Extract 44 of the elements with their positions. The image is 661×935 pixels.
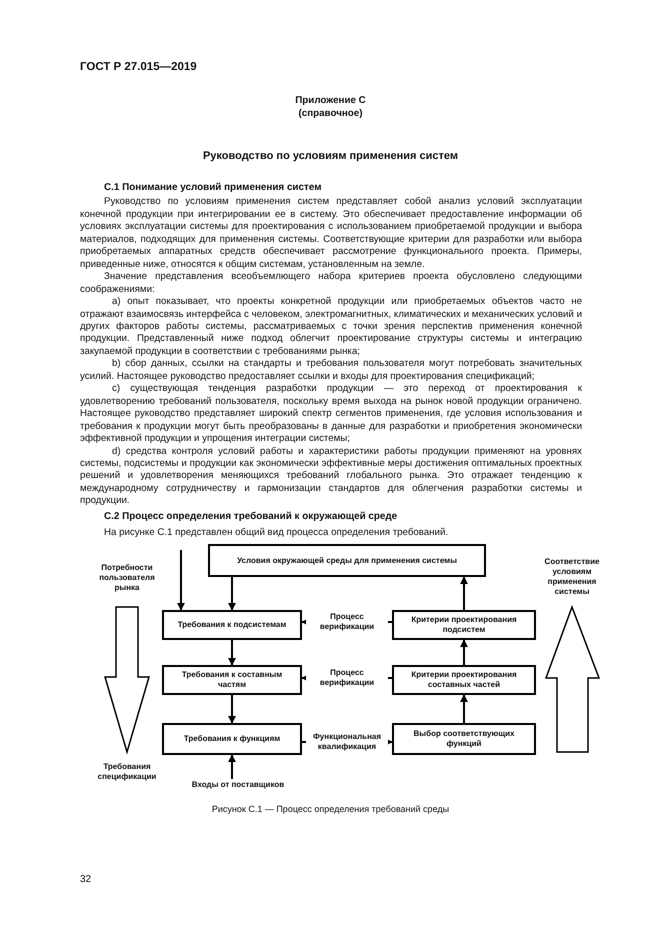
arrow-label: Потребности пользователя рынка (98, 563, 156, 593)
section-heading: С.2 Процесс определения требований к окружающей среде (103, 510, 398, 524)
edge-label: Функциональная квалификация (306, 731, 388, 753)
page-number: 32 (80, 874, 92, 885)
arrow (228, 754, 236, 779)
arrow (460, 576, 468, 610)
box-text: Условия окружающей среды для применения системы (237, 556, 457, 566)
list-item: b) сбор данных, ссылки на стандарты и требования пользователя могут потребовать значительных усилий. Настоящее руководство предоставляет ссылки и входы для проектирования спецификаций; (80, 358, 582, 384)
process-box (162, 723, 302, 755)
box-text: Критерии проектирования подсистем (410, 615, 518, 635)
arrow-label: Соответствие условиям применения системы (544, 557, 600, 597)
annex-heading: Приложение С (294, 95, 367, 106)
figure-caption: Рисунок С.1 — Процесс определения требований среды (210, 804, 450, 814)
arrow-label: Требования спецификации (96, 762, 158, 782)
paragraph: Руководство по условиям применения систем представляет собой анализ условий эксплуатации конечной продукции при интегрировании ее в систему. Это обеспечивает предоставление информации об условиях эксплуатации системы для проектирования с использованием приобретаемой продукции и выбора материалов, подходящих для применения системы. Соответствующие критерии для разработки или выбора приобретаемых аппаратных средств обеспечивает рассмотрение функционального проекта. Примеры, приведенные ниже, относятся к общим системам, установленным на земле. (80, 196, 582, 272)
page-title: Руководство по условиям применения систем (202, 150, 460, 162)
list-item: d) средства контроля условий работы и характеристики работы продукции применяют на уровнях системы, подсистемы и продукции как экономически эффективные меры достижения оптимальных проектных решений и удовлетворения меняющихся требований глобального рынка. Это отражает тенденцию к международному сотрудничеству и гармонизации стандартов для облегчения разработки системы и продукции. (80, 446, 582, 508)
edge-label: Процесс верификации (306, 667, 388, 689)
paragraph: На рисунке С.1 представлен общий вид процесса определения требований. (103, 527, 450, 540)
box-text: Требования к составным частям (180, 670, 284, 690)
list-item: а) опыт показывает, что проекты конкретной продукции или приобретаемых объектов часто не отражают взаимосвязь интерфейса с человеком, электромагнитных, климатических и механических условий и других факторов работы системы, рассматриваемых с точки зрения перспектив применения конечной продукции. Представленный ниже подход облегчит проектирование структуры системы и интеграцию закупаемой продукции в соответствии с требованиями рынка; (80, 296, 582, 358)
edge-label: Процесс верификации (306, 611, 388, 633)
process-box (392, 665, 536, 695)
list-item: с) существующая тенденция разработки продукции — это переход от проектирования к удовлетворению требований пользователя, поскольку время выхода на рынок новой продукции ограничено. Настоящее руководство представляет широкий спектр сегментов применения, где условия использования и требования к продукции могут быть преобразованы в данные для разработки и приобретения экономически эффективной продукции и упрощения интеграции системы; (80, 383, 582, 446)
box-text: Требования к подсистемам (178, 620, 286, 630)
process-box (392, 610, 536, 640)
arrow (228, 577, 236, 611)
box-text: Критерии проектирования составных частей (410, 670, 518, 690)
process-box (208, 544, 486, 577)
arrow (460, 694, 468, 723)
paragraph: Значение представления всеобъемлющего набора критериев проекта обусловлено следующими соображениями: (80, 271, 582, 296)
arrow (228, 640, 236, 666)
process-box (392, 723, 536, 755)
annex-subheading: (справочное) (298, 108, 364, 119)
document-header: ГОСТ Р 27.015—2019 (80, 61, 197, 73)
box-text: Требования к функциям (184, 734, 280, 744)
box-text: Выбор соответствующих функций (412, 729, 516, 749)
arrow (460, 639, 468, 665)
process-box (162, 665, 302, 695)
process-box (162, 610, 302, 640)
arrow (228, 695, 236, 724)
arrow (177, 550, 185, 611)
section-heading: С.1 Понимание условий применения систем (103, 182, 322, 194)
input-label: Входы от поставщиков (184, 779, 292, 791)
